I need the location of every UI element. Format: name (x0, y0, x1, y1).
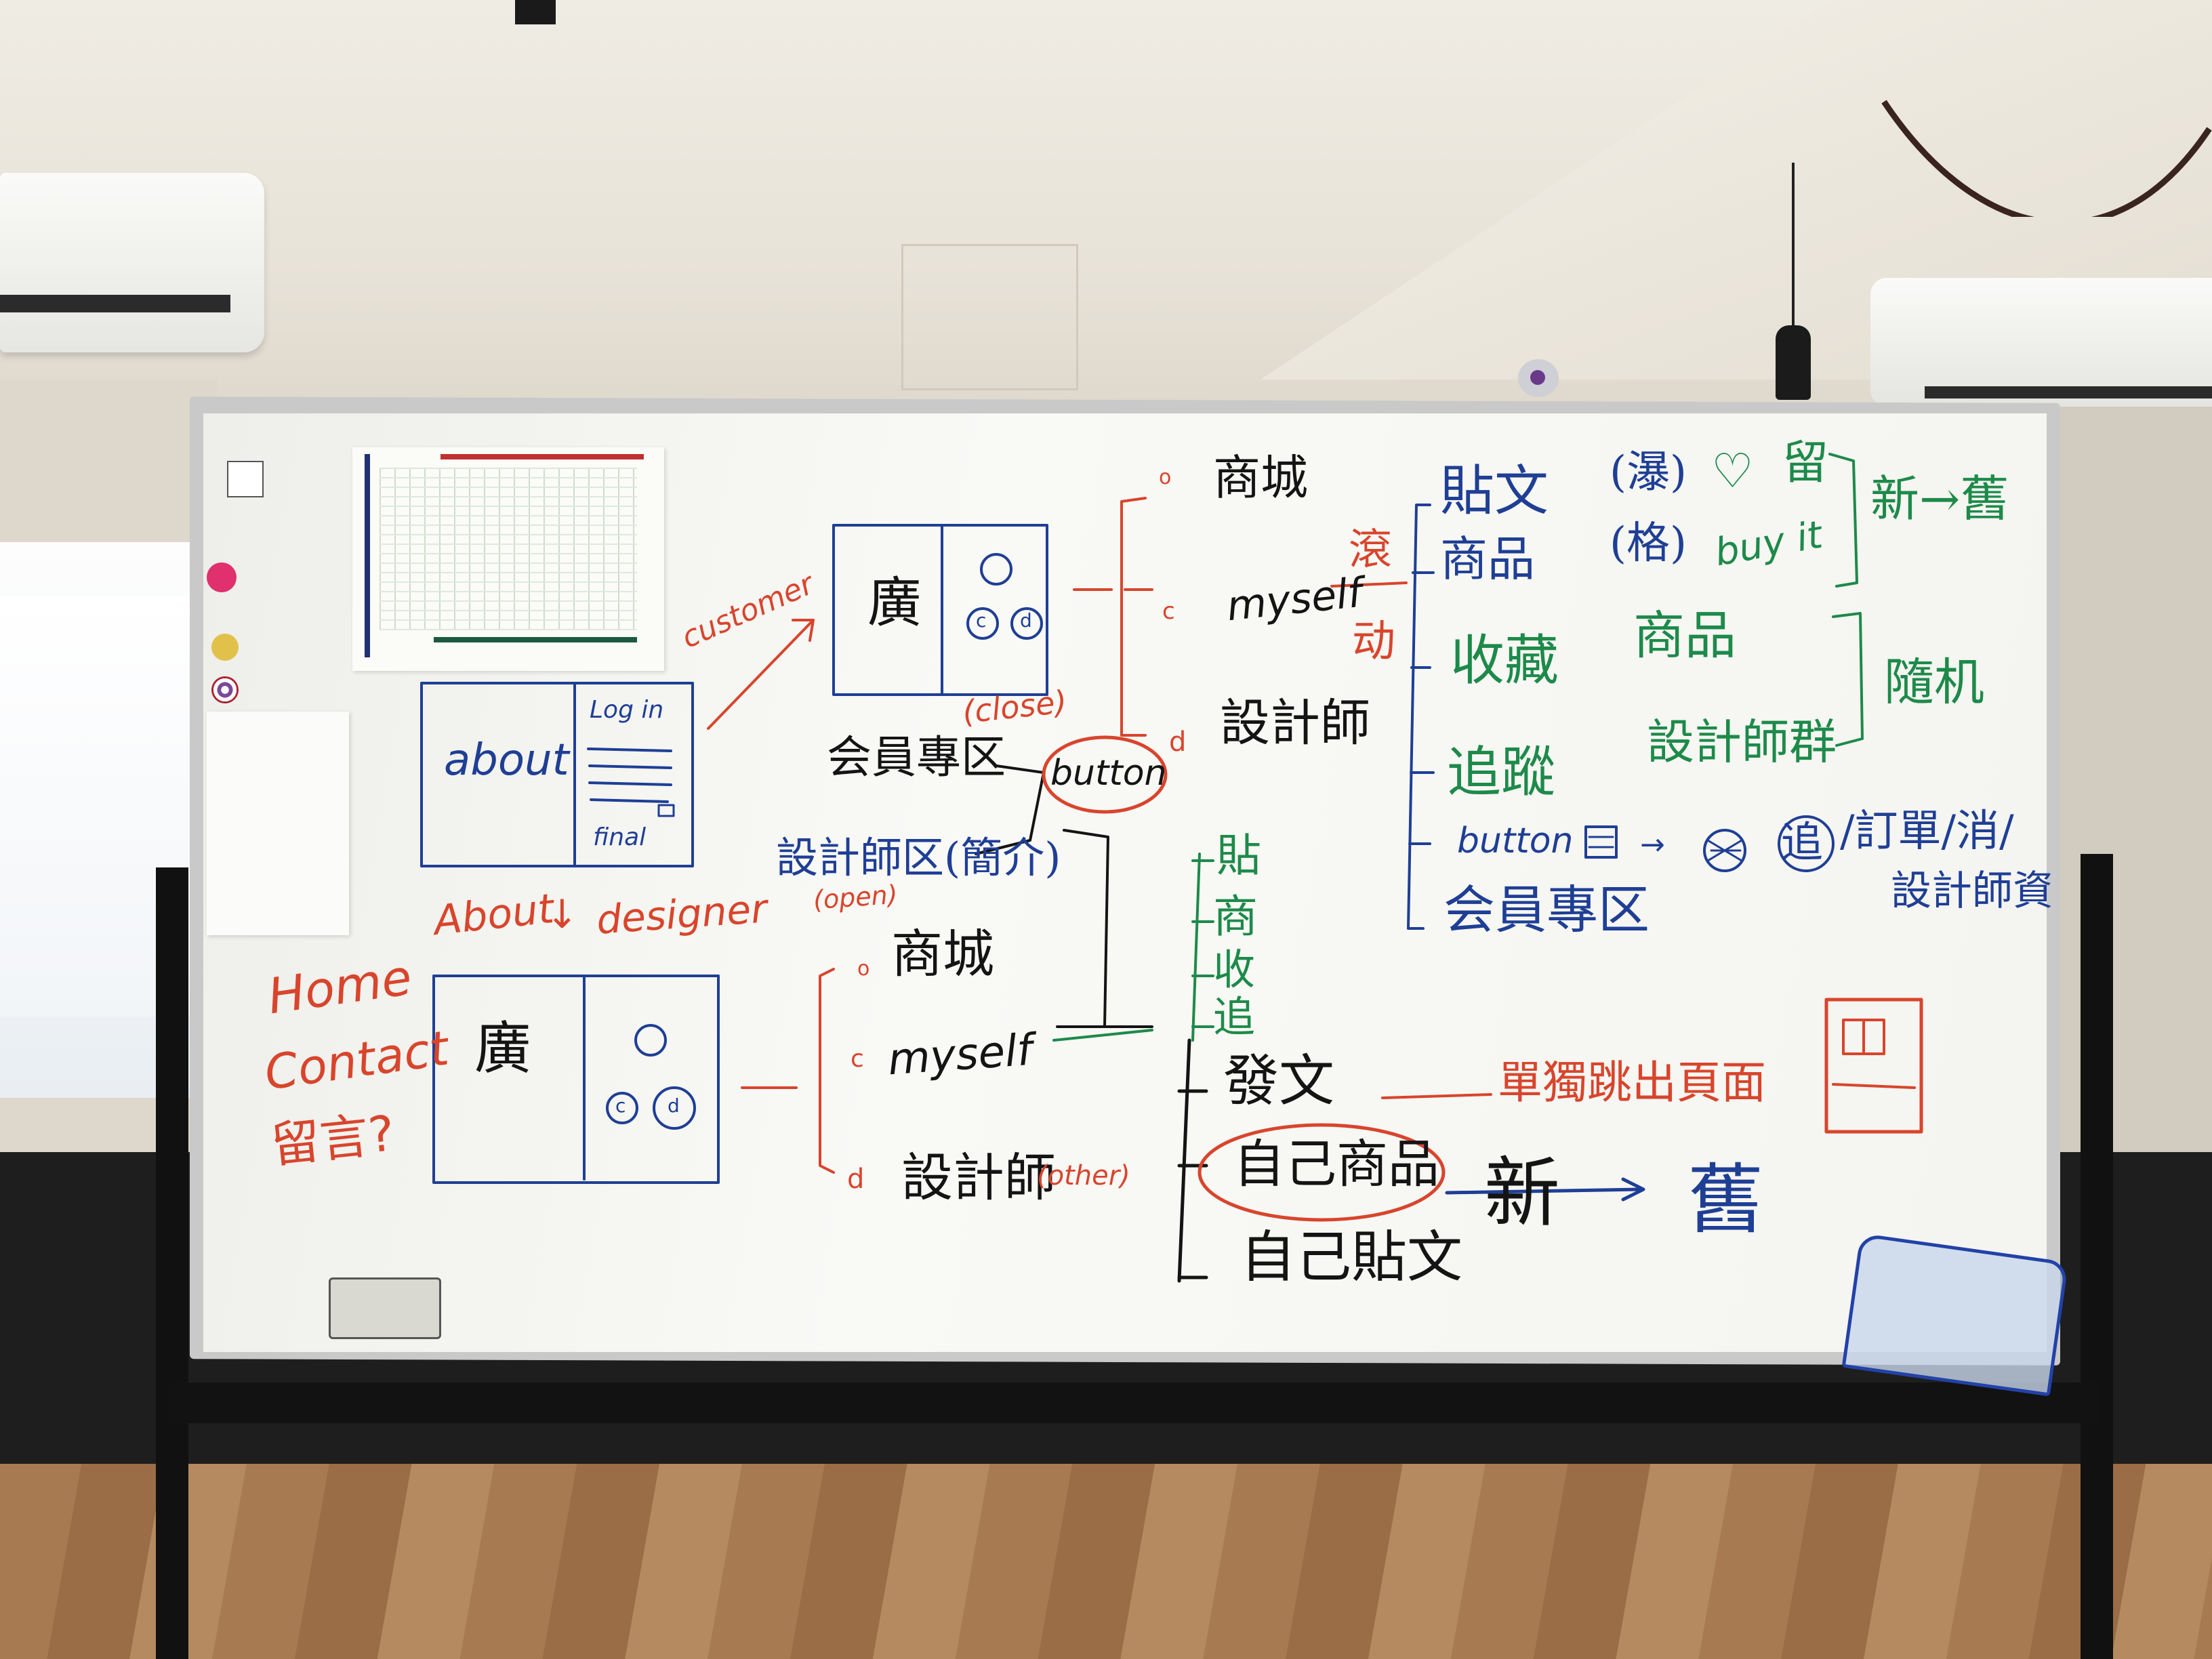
scroll-char-1: 滾 (1349, 525, 1392, 575)
stand-leg-right (2081, 854, 2113, 1659)
magnet-pattern (211, 676, 239, 703)
stand-crossbar (169, 1382, 2101, 1423)
bottom-mall: 商城 (891, 924, 994, 984)
security-camera (1518, 359, 1559, 397)
right-designer-group: 設計師群 (1647, 714, 1837, 770)
heart-icon: ♡ (1711, 443, 1754, 499)
top-mall: 商城 (1213, 450, 1308, 506)
bottom-new: 新 (1484, 1149, 1560, 1237)
right-comment: 留 (1782, 436, 1829, 490)
right-post: 貼文 (1440, 459, 1549, 523)
button-label: button (1050, 753, 1167, 794)
top-c-marker: c (1162, 598, 1175, 625)
black-list-own-posts: 自己貼文 (1240, 1225, 1463, 1290)
wireframe-top-center-box (832, 524, 1048, 696)
own-products-circle-outline (1197, 1123, 1446, 1222)
green-list-post: 貼 (1216, 830, 1261, 882)
nav-message: 留言? (268, 1104, 398, 1174)
eraser (329, 1277, 441, 1339)
nav-about: About (431, 884, 556, 945)
pinned-paper (207, 712, 349, 935)
ad-label-top: 廣 (867, 571, 922, 634)
ceiling-light (515, 0, 556, 24)
magnet-yellow (211, 634, 239, 661)
circle-d-top: d (1020, 609, 1032, 632)
pinned-schedule-sheet (352, 447, 664, 671)
bottom-other: (other) (1037, 1160, 1130, 1191)
ceiling-cable (1881, 100, 2212, 217)
button-circle-outline (1042, 735, 1168, 814)
pendant-cable (1792, 163, 1795, 332)
board-logo-sticker (227, 461, 264, 497)
circle-c-bottom: c (615, 1094, 626, 1117)
page-icon (1824, 998, 1923, 1134)
circle-d-bottom: d (668, 1094, 680, 1117)
about-label: about (444, 735, 569, 785)
designer-info-label: 設計師資 (1891, 867, 2053, 915)
magnet-pink-1 (207, 562, 237, 592)
circle-c-top: c (976, 609, 987, 632)
bottom-o-marker: o (857, 957, 870, 981)
follow-circle-char: 追 (1781, 817, 1824, 867)
black-list-post: 發文 (1223, 1049, 1335, 1113)
separate-page-label: 單獨跳出頁面 (1498, 1057, 1766, 1109)
orders-label: /訂單/消/ (1840, 806, 2014, 857)
green-list-collect: 收 (1213, 945, 1256, 994)
right-member-area: 会員專区 (1443, 880, 1650, 940)
wireframe-bottom-box (432, 975, 720, 1184)
top-o-marker: o (1159, 466, 1172, 489)
bottom-designer: 設計師 (901, 1147, 1056, 1208)
bottom-c-marker: c (851, 1045, 864, 1073)
green-list-follow: 追 (1213, 992, 1256, 1042)
bottom-old: 舊 (1687, 1156, 1763, 1244)
air-conditioner-right (1870, 278, 2212, 407)
bottom-myself: myself (886, 1025, 1034, 1086)
stand-leg-left (156, 867, 188, 1659)
right-waterfall: (瀑) (1610, 447, 1687, 497)
final-label: final (593, 823, 647, 851)
ad-label-bottom: 廣 (474, 1015, 532, 1082)
right-follow: 追蹤 (1447, 741, 1555, 804)
top-designer: 設計師 (1220, 694, 1370, 752)
nav-arrow: ↓ (546, 891, 579, 937)
right-collect: 收藏 (1450, 629, 1559, 692)
right-arrow: → (1640, 827, 1665, 862)
right-button-label: button (1457, 821, 1574, 861)
wireframe-top-left-box (420, 682, 694, 867)
top-d-marker: d (1169, 726, 1187, 758)
black-list-own-products: 自己商品 (1233, 1134, 1439, 1194)
air-conditioner-left (0, 173, 264, 352)
scroll-char-2: 动 (1352, 617, 1395, 667)
right-grid: (格) (1610, 518, 1687, 569)
designer-area-label: 設計師区(簡介) (776, 833, 1061, 882)
right-collect-product: 商品 (1633, 605, 1736, 665)
random-label: 隨机 (1884, 653, 1984, 712)
pendant-lamp (1776, 325, 1811, 400)
green-list-product: 商 (1213, 890, 1258, 943)
member-area-mid: 会員專区 (827, 731, 1006, 783)
floor (0, 1457, 2212, 1659)
bottom-d-marker: d (847, 1164, 865, 1195)
new-to-old-right: 新→舊 (1870, 470, 2009, 527)
right-product: 商品 (1440, 531, 1535, 587)
nav-designer: designer (594, 885, 769, 943)
open-label: (open) (812, 879, 899, 916)
ceiling-hatch (901, 244, 1078, 390)
log-in-label: Log in (590, 696, 664, 724)
